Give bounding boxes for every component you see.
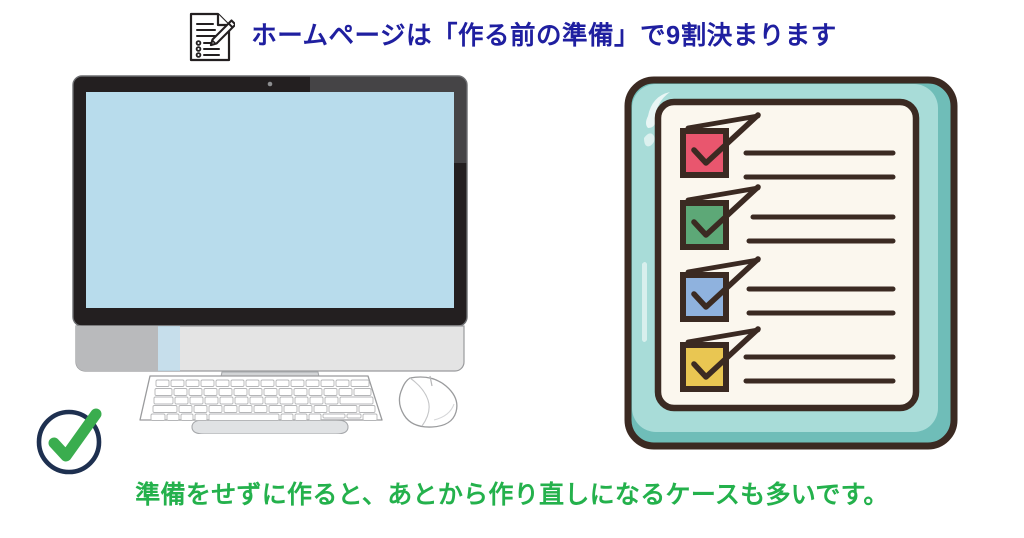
webcam-dot: [267, 81, 273, 87]
document-pencil-icon: [190, 12, 236, 62]
frame-glint-left: [642, 262, 647, 342]
checklist-clipboard-illustration: [622, 76, 962, 454]
checkbox-check: [691, 112, 761, 166]
frame-glint-top: [646, 92, 670, 128]
pencil-glyph: [210, 19, 236, 47]
frame-glint-small: [644, 133, 655, 147]
green-checkmark-badge: [28, 398, 120, 480]
check-glyph: [48, 408, 102, 462]
checklist-item-3: [680, 256, 896, 322]
desk-input-devices: [138, 370, 468, 430]
page-title: ホームページは「作る前の準備」で9割決まります: [251, 22, 837, 51]
monitor-screen: [86, 92, 454, 308]
checkbox-check: [691, 256, 761, 310]
checklist-item-1: [680, 112, 896, 180]
monitor-chin: [75, 325, 465, 372]
keyboard-illustration: [139, 375, 383, 421]
checklist-item-4: [680, 326, 896, 392]
checkbox-check: [691, 184, 761, 238]
caption-text: 準備をせずに作ると、あとから作り直しになるケースも多いです。: [135, 481, 889, 509]
checkbox-fill: [680, 128, 729, 178]
badge-ring: [36, 409, 102, 475]
checkbox-check: [691, 326, 761, 380]
checklist-item-2: [680, 184, 896, 250]
header: ホームページは「作る前の準備」で9割決まります: [0, 8, 1024, 66]
mouse-illustration: [398, 375, 458, 428]
checkbox-fill: [680, 200, 729, 250]
